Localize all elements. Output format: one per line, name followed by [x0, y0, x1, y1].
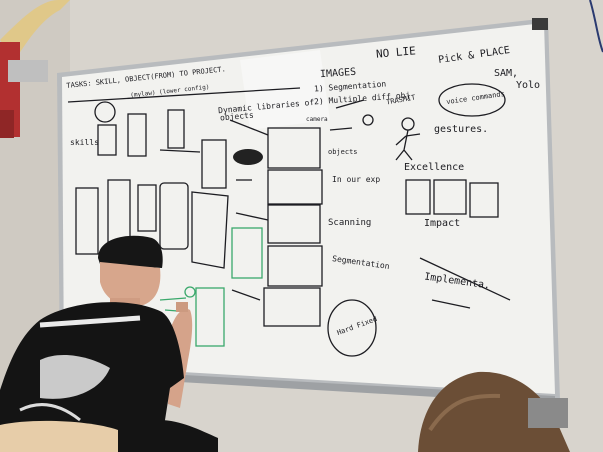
person	[0, 235, 218, 452]
label-camera: camera	[306, 116, 328, 123]
label-scanning: Scanning	[328, 218, 372, 228]
label-objects-2: objects	[328, 148, 358, 156]
label-yolo: Yolo	[516, 80, 541, 91]
label-sam: SAM,	[494, 68, 519, 79]
jacket	[418, 371, 570, 452]
label-excellence: Excellence	[404, 162, 465, 173]
board-corner-clip	[532, 18, 548, 30]
label-in-our-exp: In our exp	[332, 175, 381, 184]
label-skills: skills	[70, 138, 99, 147]
cabinet	[528, 398, 568, 428]
cable	[589, 0, 603, 53]
chair-foreground	[0, 420, 118, 452]
label-gestures: gestures.	[434, 124, 489, 135]
pipe	[0, 0, 70, 138]
cap	[98, 235, 163, 268]
whiteboard-sketches	[67, 83, 511, 357]
label-impact: Impact	[424, 218, 461, 229]
